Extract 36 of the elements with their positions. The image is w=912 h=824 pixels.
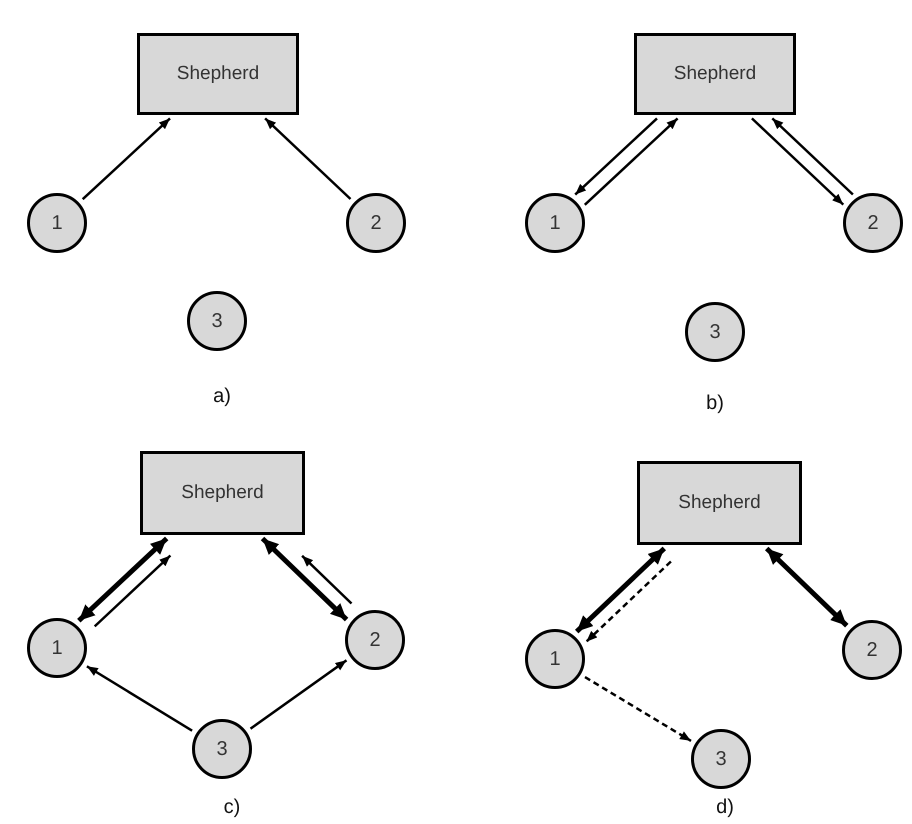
arrow: [771, 118, 854, 196]
arrow: [260, 536, 348, 622]
process-box: Shepherd: [140, 451, 305, 535]
node-circle: 2: [842, 620, 902, 680]
arrow: [82, 117, 171, 200]
process-box: Shepherd: [634, 33, 796, 115]
node-circle: 3: [192, 719, 252, 779]
arrow: [584, 117, 678, 206]
arrow: [751, 117, 844, 206]
panel-label: d): [716, 796, 734, 819]
process-box: Shepherd: [637, 461, 802, 545]
arrow: [94, 554, 172, 628]
node-circle: 3: [685, 302, 745, 362]
panel-label: c): [224, 796, 240, 819]
arrow: [584, 676, 692, 742]
process-box: Shepherd: [137, 33, 299, 115]
arrow: [574, 546, 666, 634]
node-circle: 2: [345, 610, 405, 670]
node-circle: 3: [187, 291, 247, 351]
node-circle: 1: [27, 193, 87, 253]
node-circle: 1: [27, 618, 87, 678]
arrow: [250, 659, 348, 730]
arrow: [301, 554, 352, 604]
arrow: [764, 546, 849, 628]
arrow: [574, 117, 658, 196]
arrow: [77, 536, 168, 623]
node-circle: 2: [346, 193, 406, 253]
panel-label: a): [213, 385, 231, 408]
node-circle: 2: [843, 193, 903, 253]
node-circle: 3: [691, 729, 751, 789]
panel-label: b): [706, 392, 724, 415]
node-circle: 1: [525, 629, 585, 689]
node-circle: 1: [525, 193, 585, 253]
arrow: [86, 665, 193, 732]
arrow: [585, 560, 672, 643]
arrow: [264, 118, 352, 200]
